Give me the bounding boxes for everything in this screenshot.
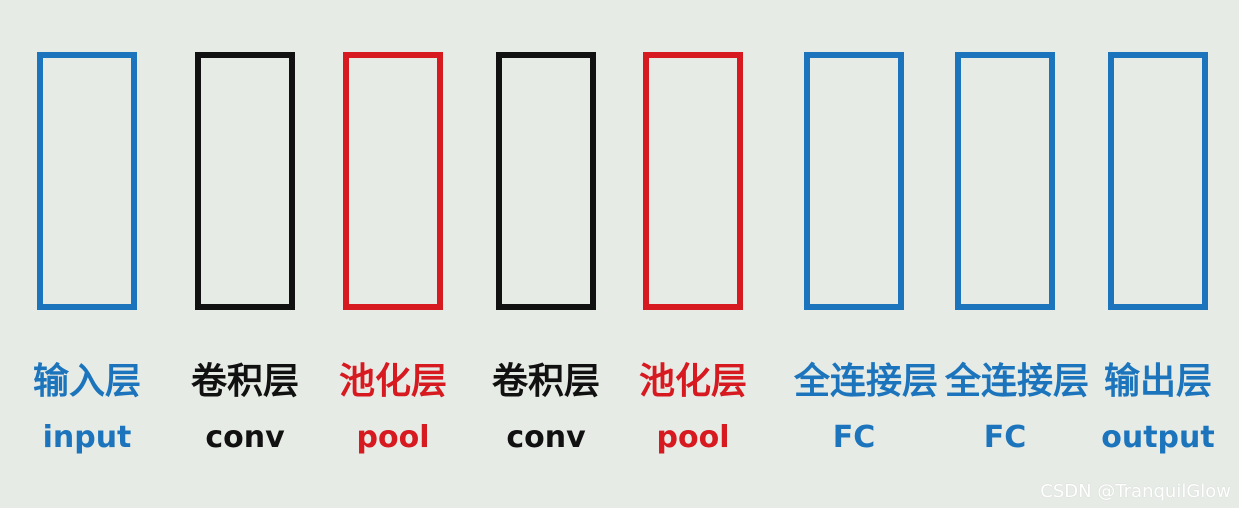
layer-box xyxy=(343,52,443,310)
layer-pool-2: 池化层 pool xyxy=(633,0,753,508)
layer-box xyxy=(1108,52,1208,310)
layer-box xyxy=(804,52,904,310)
layer-box xyxy=(955,52,1055,310)
layer-label-en: pool xyxy=(656,420,730,455)
layer-box xyxy=(37,52,137,310)
layer-box xyxy=(643,52,743,310)
layer-label-zh: 全连接层 xyxy=(794,361,939,402)
layer-conv-2: 卷积层 conv xyxy=(486,0,606,508)
layer-label-zh: 卷积层 xyxy=(491,361,600,402)
layer-output: 输出层 output xyxy=(1098,0,1218,508)
layer-label-en: conv xyxy=(205,420,285,455)
layer-label-en: output xyxy=(1101,420,1215,455)
layer-pool-1: 池化层 pool xyxy=(333,0,453,508)
layer-fc-2: 全连接层 FC xyxy=(945,0,1090,508)
layer-conv-1: 卷积层 conv xyxy=(185,0,305,508)
layer-label-zh: 池化层 xyxy=(638,361,747,402)
layer-label-en: pool xyxy=(356,420,430,455)
layer-box xyxy=(195,52,295,310)
layer-label-en: conv xyxy=(506,420,586,455)
layer-label-zh: 卷积层 xyxy=(190,361,299,402)
layer-label-en: FC xyxy=(983,420,1027,455)
layer-label-zh: 输出层 xyxy=(1103,361,1212,402)
layer-input: 输入层 input xyxy=(27,0,147,508)
layer-box xyxy=(496,52,596,310)
layer-label-en: input xyxy=(42,420,132,455)
layer-label-en: FC xyxy=(832,420,876,455)
layer-label-zh: 池化层 xyxy=(338,361,447,402)
watermark: CSDN @TranquilGlow xyxy=(1040,481,1231,502)
layer-fc-1: 全连接层 FC xyxy=(794,0,939,508)
layer-label-zh: 全连接层 xyxy=(945,361,1090,402)
layer-label-zh: 输入层 xyxy=(32,361,141,402)
